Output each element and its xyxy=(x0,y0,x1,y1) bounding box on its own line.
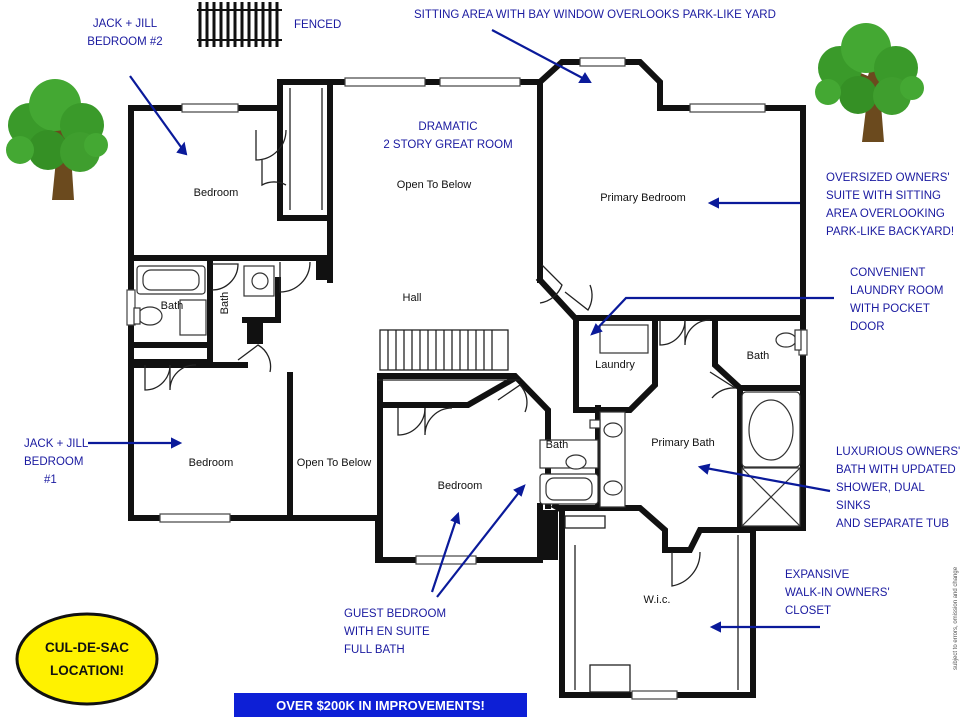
room-label-bath-wc: Bath xyxy=(747,350,770,362)
annotation-fenced: FENCED xyxy=(294,19,342,31)
annotation-line: DRAMATIC xyxy=(418,121,478,133)
doors xyxy=(144,129,738,587)
cul-de-sac-text: CUL-DE-SAC LOCATION! xyxy=(17,636,157,682)
annotation-jack-jill-1: JACK + JILL BEDROOM #1 xyxy=(24,435,88,489)
annotation-great-room: DRAMATIC 2 STORY GREAT ROOM xyxy=(383,118,512,154)
annotation-line: #1 xyxy=(44,474,57,486)
annotation-line: DOOR xyxy=(850,321,885,333)
room-label-laundry: Laundry xyxy=(595,359,635,371)
annotation-line: SUITE WITH SITTING xyxy=(826,190,941,202)
cul-de-sac-line: LOCATION! xyxy=(50,663,124,678)
annotation-line: JACK + JILL xyxy=(92,18,158,30)
room-label-bath-guest: Bath xyxy=(546,439,569,451)
annotation-arrows xyxy=(88,29,834,633)
cul-de-sac-badge xyxy=(15,612,159,706)
room-label-hall: Hall xyxy=(403,292,422,304)
annotation-line: SHOWER, DUAL SINKS xyxy=(836,482,925,512)
room-label-open-below-mid: Open To Below xyxy=(297,457,371,469)
annotation-line: PARK-LIKE BACKYARD! xyxy=(826,226,955,238)
staircase xyxy=(379,329,509,371)
improvements-banner: OVER $200K IN IMPROVEMENTS! xyxy=(234,693,527,717)
room-label-bedroom2: Bedroom xyxy=(194,187,239,199)
cul-de-sac-line: CUL-DE-SAC xyxy=(45,640,129,655)
annotation-line: AREA OVERLOOKING xyxy=(826,208,945,220)
annotation-line: EXPANSIVE xyxy=(785,569,850,581)
room-label-bath-small: Bath xyxy=(219,292,231,315)
annotation-line: GUEST BEDROOM xyxy=(344,608,447,620)
room-label-primary-bedroom: Primary Bedroom xyxy=(600,192,686,204)
annotation-line: CLOSET xyxy=(785,605,832,617)
annotation-sitting-area: SITTING AREA WITH BAY WINDOW OVERLOOKS P… xyxy=(414,9,776,21)
room-label-bath-left: Bath xyxy=(161,300,184,312)
annotation-line: BATH WITH UPDATED xyxy=(836,464,956,476)
room-label-wic: W.i.c. xyxy=(644,594,671,606)
annotation-line: AND SEPARATE TUB xyxy=(836,518,950,530)
annotation-line: FULL BATH xyxy=(344,644,405,656)
annotation-line: WITH EN SUITE xyxy=(344,626,430,638)
annotation-owners-suite: OVERSIZED OWNERS' SUITE WITH SITTING ARE… xyxy=(826,169,954,241)
annotation-line: WITH POCKET xyxy=(850,303,930,315)
annotation-line: JACK + JILL xyxy=(24,438,89,450)
annotation-line: BEDROOM xyxy=(24,456,84,468)
annotation-line: LUXURIOUS OWNERS' xyxy=(836,446,961,458)
annotation-guest: GUEST BEDROOM WITH EN SUITE FULL BATH xyxy=(344,605,446,659)
walls xyxy=(128,59,806,698)
annotation-owners-bath: LUXURIOUS OWNERS' BATH WITH UPDATED SHOW… xyxy=(836,443,961,533)
annotation-walkin: EXPANSIVE WALK-IN OWNERS' CLOSET xyxy=(785,566,890,620)
room-label-bedroom-guest: Bedroom xyxy=(438,480,483,492)
fixtures xyxy=(133,265,802,527)
windows xyxy=(126,57,808,700)
room-label-bedroom1: Bedroom xyxy=(189,457,234,469)
annotation-jack-jill-2: JACK + JILL BEDROOM #2 xyxy=(80,15,170,51)
room-label-open-below-top: Open To Below xyxy=(397,179,471,191)
annotation-line: 2 STORY GREAT ROOM xyxy=(383,139,513,151)
annotation-line: BEDROOM #2 xyxy=(87,36,163,48)
tree-icon xyxy=(6,79,108,200)
annotation-line: OVERSIZED OWNERS' xyxy=(826,172,950,184)
fence-icon xyxy=(197,2,282,47)
annotation-line: LAUNDRY ROOM xyxy=(850,285,944,297)
annotation-line: WALK-IN OWNERS' xyxy=(785,587,890,599)
annotation-laundry: CONVENIENT LAUNDRY ROOM WITH POCKET DOOR xyxy=(850,264,944,336)
tree-icon xyxy=(815,23,924,142)
closet-shelves xyxy=(289,88,739,693)
disclaimer-text: subject to errors, omission and change xyxy=(953,566,959,670)
annotation-line: CONVENIENT xyxy=(850,267,926,279)
room-label-primary-bath: Primary Bath xyxy=(651,437,715,449)
